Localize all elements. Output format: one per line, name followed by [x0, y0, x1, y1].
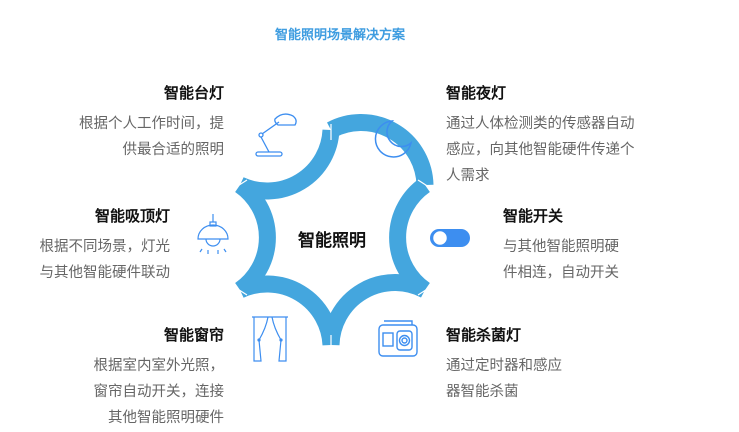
item-description: 根据室内室外光照， 窗帘自动开关，连接 其他智能照明硬件 — [93, 358, 225, 426]
item-title: 智能台灯 — [163, 84, 224, 102]
moon-icon — [374, 120, 413, 158]
item-title: 智能夜灯 — [446, 84, 507, 102]
item-desk-lamp: 智能台灯 根据个人工作时间，提 供最合适的照明 — [79, 83, 224, 163]
item-description: 与其他智能照明硬 件相连，自动开关 — [503, 239, 619, 281]
item-sterilizing-lamp: 智能杀菌灯 通过定时器和感应 器智能杀菌 — [446, 325, 562, 405]
item-title: 智能窗帘 — [163, 326, 224, 344]
item-description: 通过人体检测类的传感器自动 感应，向其他智能硬件传递个 人需求 — [446, 116, 635, 184]
item-smart-switch: 智能开关 与其他智能照明硬 件相连，自动开关 — [503, 206, 619, 286]
ceiling-lamp-icon — [197, 214, 229, 254]
item-ceiling-lamp: 智能吸顶灯 根据不同场景，灯光 与其他智能硬件联动 — [40, 206, 171, 286]
item-description: 通过定时器和感应 器智能杀菌 — [446, 358, 562, 400]
item-title: 智能开关 — [503, 207, 564, 225]
item-title: 智能杀菌灯 — [446, 326, 522, 344]
toggle-switch-icon[interactable] — [429, 227, 471, 249]
camera-device-icon — [378, 320, 418, 357]
desk-lamp-icon — [255, 113, 297, 157]
item-night-light: 智能夜灯 通过人体检测类的传感器自动 感应，向其他智能硬件传递个 人需求 — [446, 83, 635, 189]
item-description: 根据不同场景，灯光 与其他智能硬件联动 — [39, 239, 171, 281]
diagram-title: 智能照明场景解决方案 — [274, 28, 405, 43]
curtain-icon — [252, 316, 288, 362]
center-label: 智能照明 — [298, 231, 366, 251]
item-title: 智能吸顶灯 — [94, 207, 170, 225]
item-smart-curtain: 智能窗帘 根据室内室外光照， 窗帘自动开关，连接 其他智能照明硬件 — [94, 325, 225, 431]
item-description: 根据个人工作时间，提 供最合适的照明 — [79, 116, 224, 158]
